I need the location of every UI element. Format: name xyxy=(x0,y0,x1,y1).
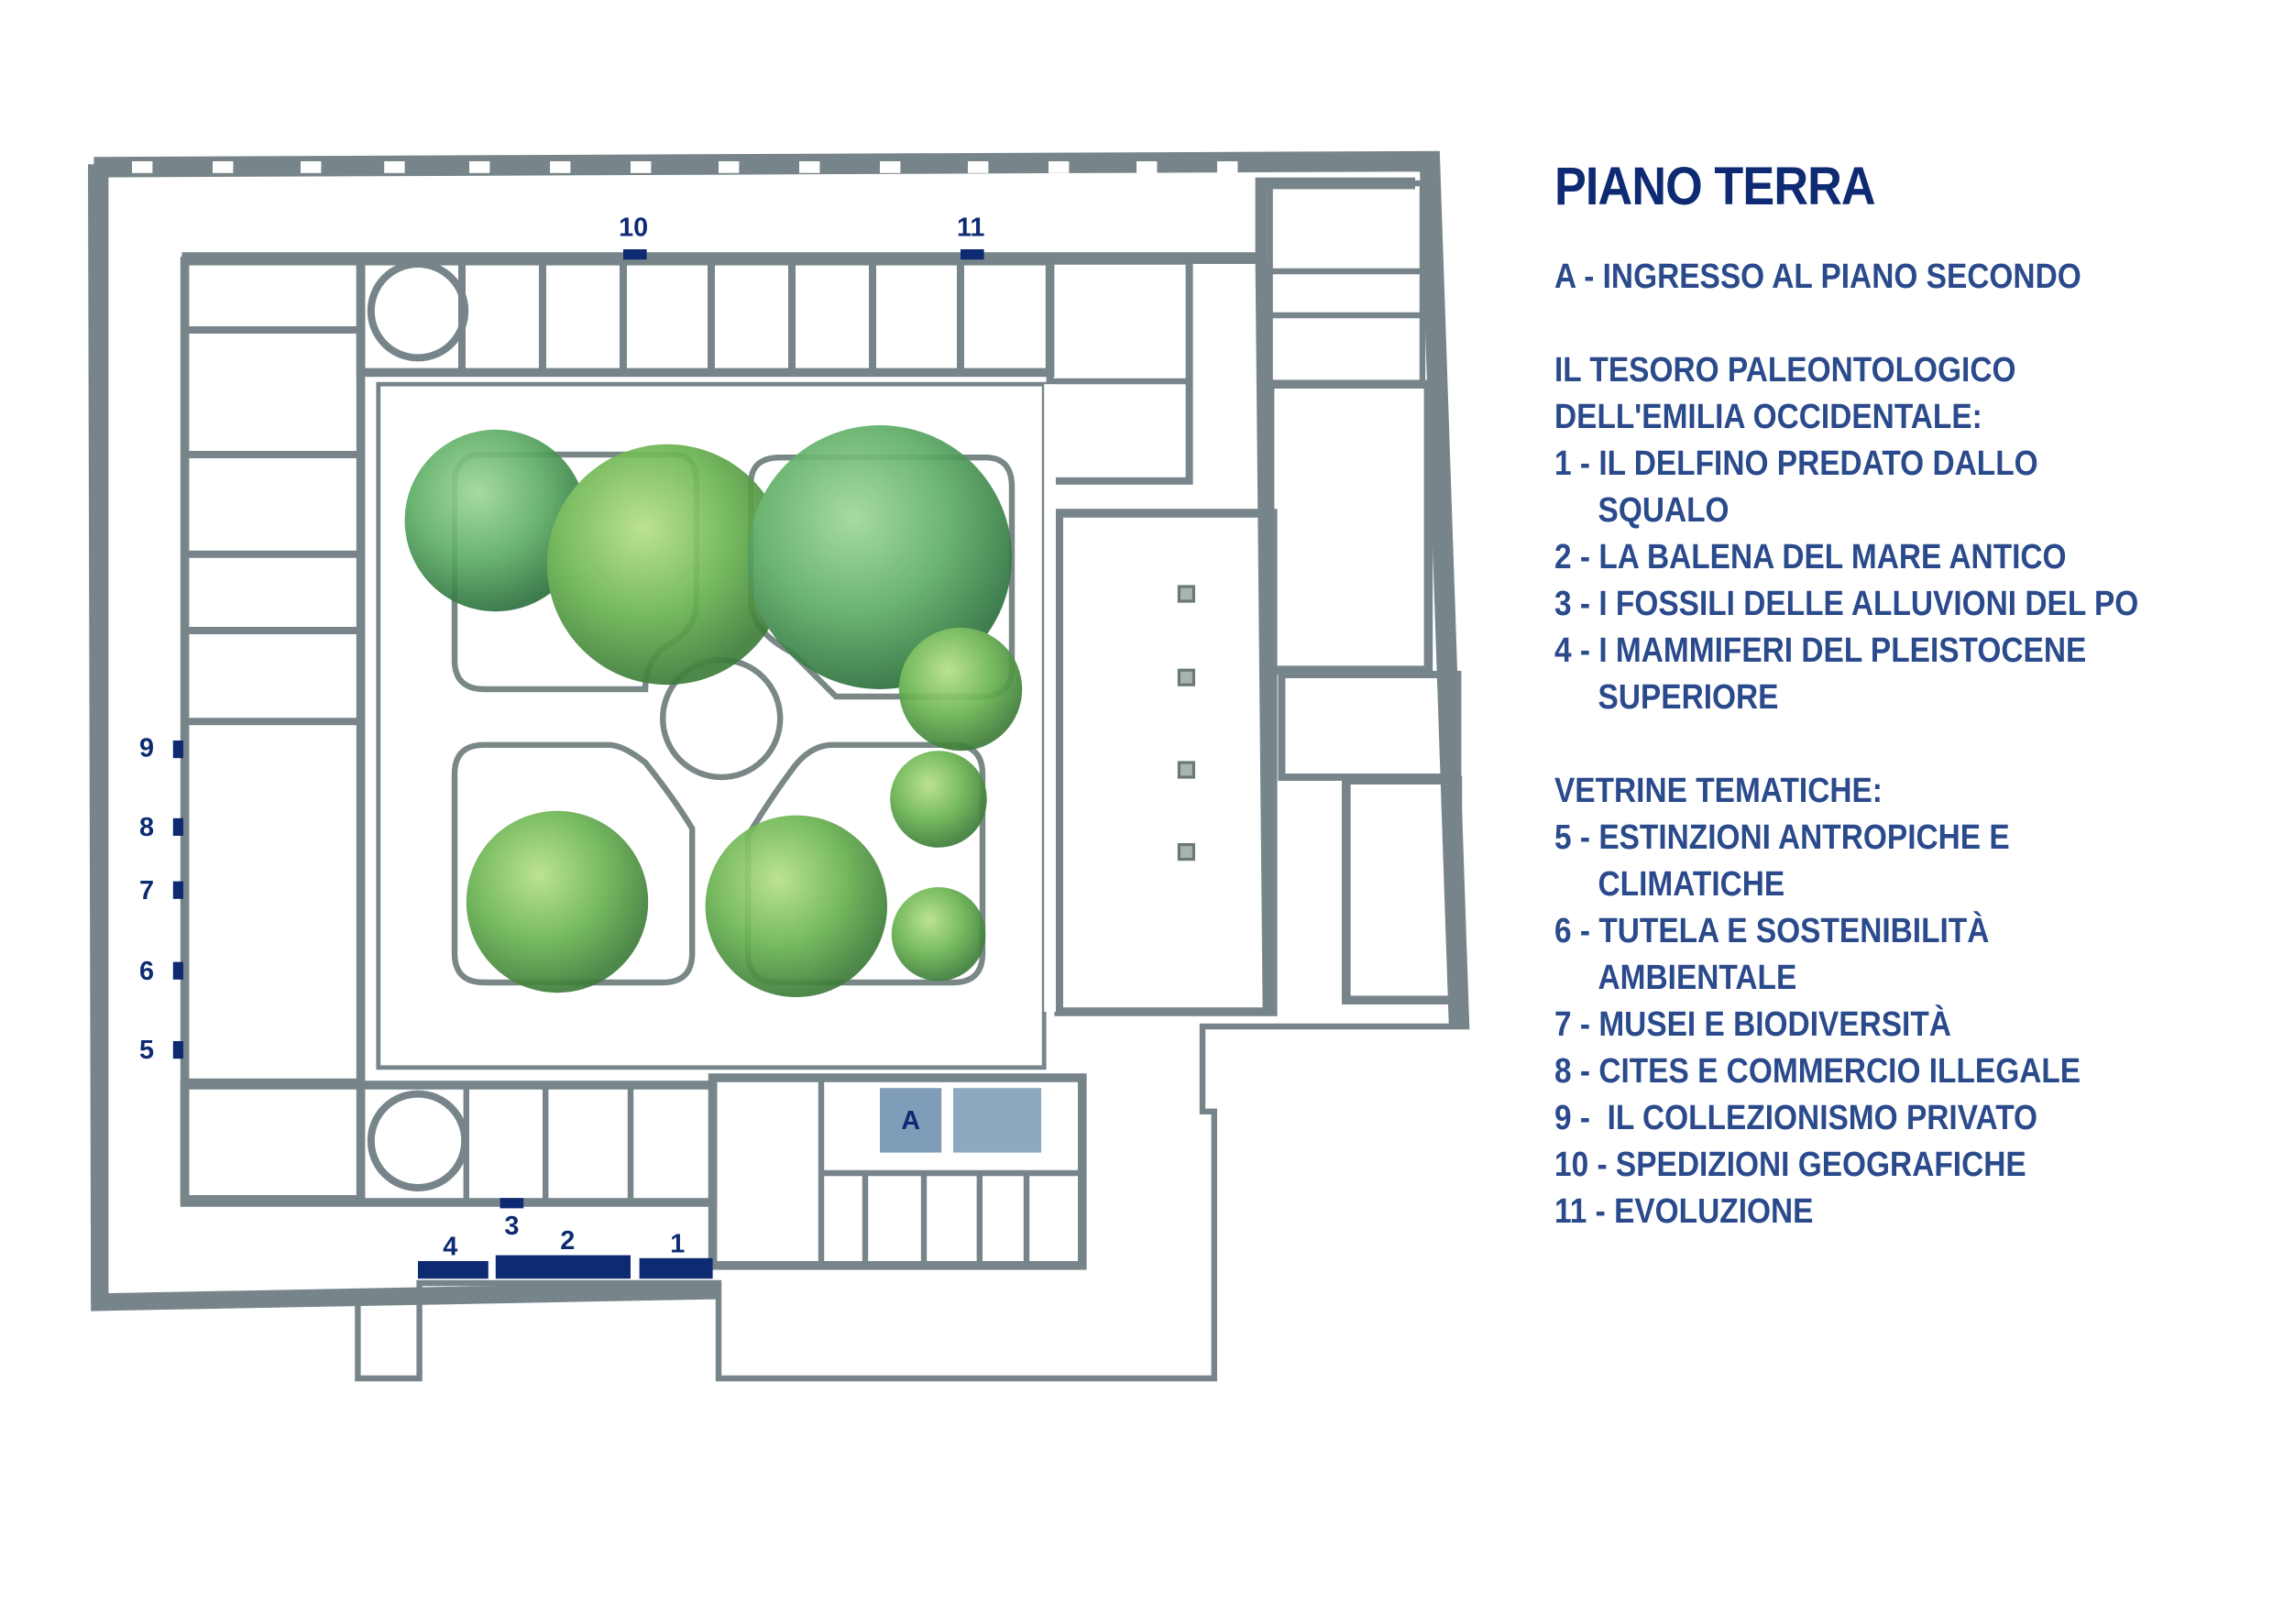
label-1: 1 xyxy=(670,1229,685,1258)
tree xyxy=(748,425,1012,689)
entrance-a-box[interactable] xyxy=(880,1088,942,1153)
legend: PIANO TERRA A - INGRESSO AL PIANO SECOND… xyxy=(1554,156,2218,1235)
building-walls xyxy=(87,150,1470,1382)
tree xyxy=(890,751,987,848)
legend-item-8: 8 - CITES E COMMERCIO ILLEGALE xyxy=(1554,1052,2081,1091)
legend-item-11: 11 - EVOLUZIONE xyxy=(1554,1192,1814,1231)
legend-item-6-cont: AMBIENTALE xyxy=(1598,959,1797,997)
legend-item-4-cont: SUPERIORE xyxy=(1598,678,1779,717)
tree xyxy=(404,429,587,612)
tree xyxy=(705,815,887,997)
legend-item-6: 6 - TUTELA E SOSTENIBILITÀ xyxy=(1554,912,1990,950)
marker-7[interactable] xyxy=(172,881,183,899)
legend-item-7: 7 - MUSEI E BIODIVERSITÀ xyxy=(1554,1005,1951,1044)
marker-9[interactable] xyxy=(172,741,183,759)
marker-1[interactable] xyxy=(639,1257,713,1279)
marker-8[interactable] xyxy=(172,817,183,836)
marker-10[interactable] xyxy=(623,249,647,260)
entrance-stair-box xyxy=(953,1088,1041,1153)
tree xyxy=(891,887,986,982)
section-title-paleo-1: IL TESORO PALEONTOLOGICO xyxy=(1554,351,2016,390)
label-9: 9 xyxy=(139,734,154,763)
label-3: 3 xyxy=(504,1212,519,1241)
label-4: 4 xyxy=(443,1233,457,1262)
legend-entrance: A - INGRESSO AL PIANO SECONDO xyxy=(1554,258,2081,296)
perimeter-windows xyxy=(132,161,1238,173)
label-6: 6 xyxy=(139,957,154,986)
exhibit-markers xyxy=(172,249,984,1279)
tree xyxy=(466,810,649,993)
marker-6[interactable] xyxy=(172,961,183,980)
label-2: 2 xyxy=(560,1226,575,1256)
legend-item-2: 2 - LA BALENA DEL MARE ANTICO xyxy=(1554,538,2067,576)
legend-item-10: 10 - SPEDIZIONI GEOGRAFICHE xyxy=(1554,1146,2026,1184)
marker-3[interactable] xyxy=(500,1198,524,1209)
courtyard-trees xyxy=(404,425,1023,997)
label-10: 10 xyxy=(619,214,648,243)
section-title-vetrine: VETRINE TEMATICHE: xyxy=(1554,772,1883,810)
marker-11[interactable] xyxy=(961,249,984,260)
label-11: 11 xyxy=(957,214,984,243)
tree xyxy=(546,444,788,686)
marker-2[interactable] xyxy=(495,1255,631,1279)
legend-item-9: 9 - IL COLLEZIONISMO PRIVATO xyxy=(1554,1099,2038,1137)
legend-title: PIANO TERRA xyxy=(1554,157,1876,216)
section-title-paleo-2: DELL'EMILIA OCCIDENTALE: xyxy=(1554,398,1982,436)
legend-item-1-cont: SQUALO xyxy=(1598,491,1729,530)
label-8: 8 xyxy=(139,813,154,842)
legend-item-5-cont: CLIMATICHE xyxy=(1598,865,1785,904)
label-7: 7 xyxy=(139,876,154,905)
tree xyxy=(898,627,1023,752)
legend-item-4: 4 - I MAMMIFERI DEL PLEISTOCENE xyxy=(1554,631,2087,670)
legend-item-1: 1 - IL DELFINO PREDATO DALLO xyxy=(1554,444,2038,483)
marker-5[interactable] xyxy=(172,1041,183,1059)
entrance-a-label: A xyxy=(901,1106,920,1136)
legend-item-5: 5 - ESTINZIONI ANTROPICHE E xyxy=(1554,818,2010,857)
label-5: 5 xyxy=(139,1036,154,1065)
marker-4[interactable] xyxy=(418,1261,489,1279)
legend-item-3: 3 - I FOSSILI DELLE ALLUVIONI DEL PO xyxy=(1554,585,2139,623)
